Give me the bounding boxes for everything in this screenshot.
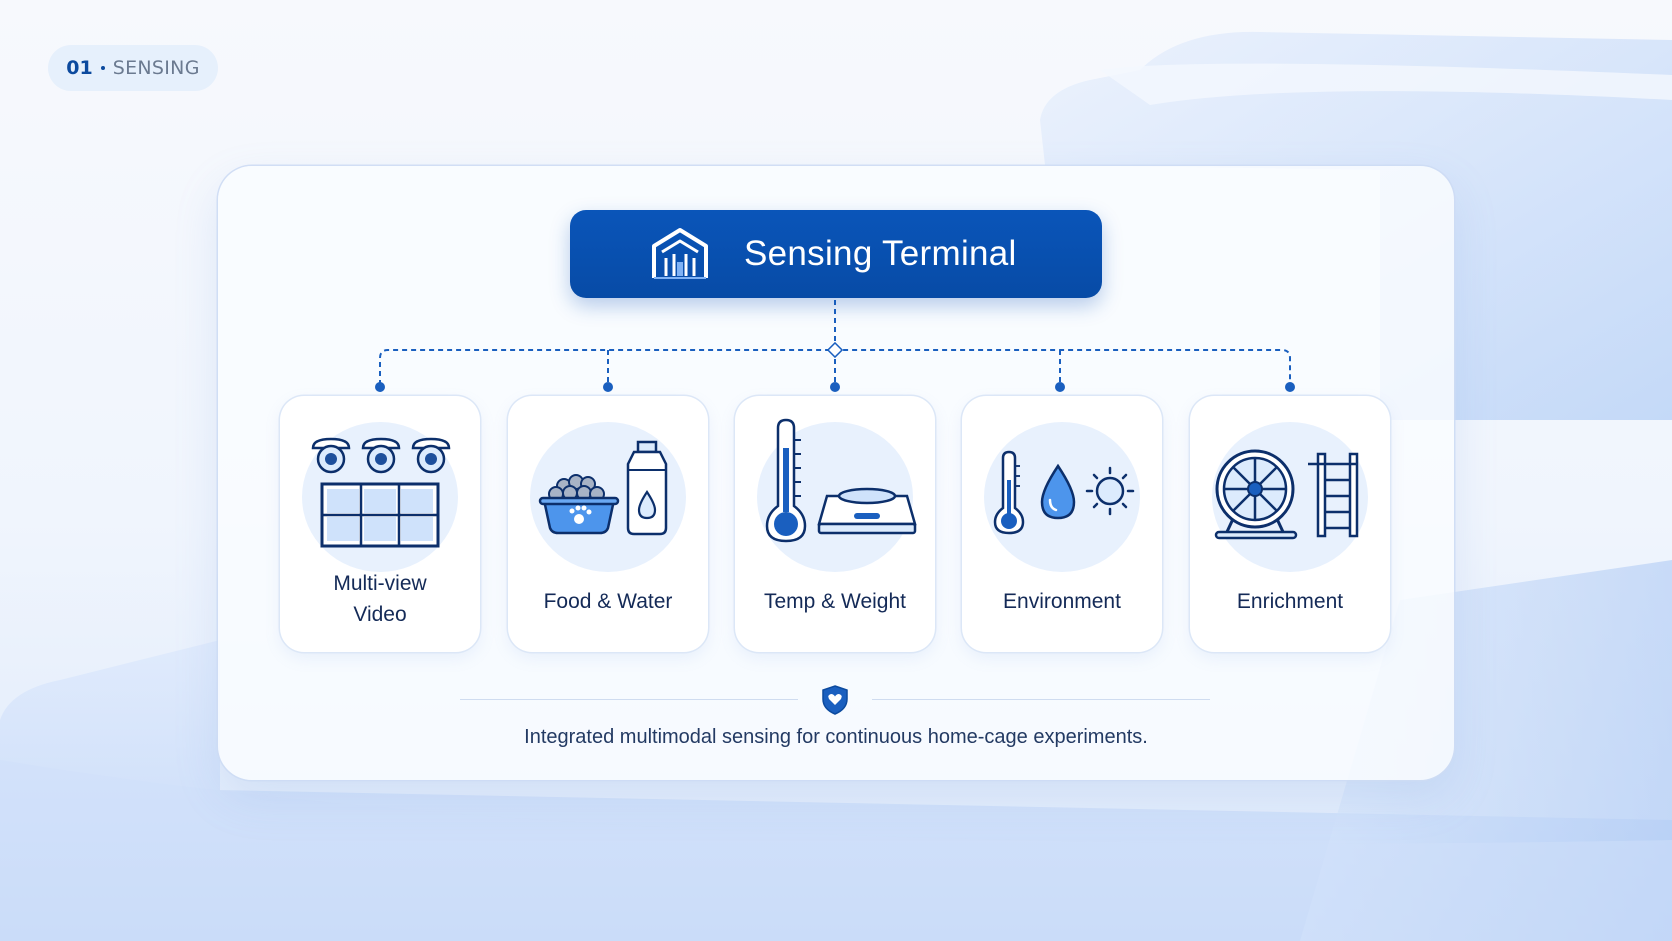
module-label-line-1: Multi-view bbox=[333, 572, 427, 595]
module-card-food-water: Food & Water bbox=[508, 396, 708, 652]
thermometer-drop-sun-icon bbox=[993, 450, 1135, 535]
section-badge: 01 SENSING bbox=[48, 45, 218, 91]
module-label-line-2: Video bbox=[353, 603, 407, 626]
thermometer-scale-icon bbox=[765, 418, 917, 543]
module-card-enrichment: Enrichment bbox=[1190, 396, 1390, 652]
module-card-multi-view-video: Multi-view Video bbox=[280, 396, 480, 652]
shield-heart-icon bbox=[822, 685, 848, 715]
section-label: SENSING bbox=[112, 57, 200, 79]
divider-right bbox=[872, 699, 1210, 700]
wheel-ladder-icon bbox=[1214, 449, 1359, 540]
divider-left bbox=[460, 699, 798, 700]
module-label: Food & Water bbox=[508, 586, 708, 617]
cage-icon bbox=[652, 228, 708, 279]
module-label-line-1: Enrichment bbox=[1236, 590, 1344, 613]
module-label: Multi-view Video bbox=[280, 568, 480, 630]
separator-dot bbox=[100, 66, 105, 70]
module-label: Temp & Weight bbox=[735, 586, 935, 617]
module-label-line-1: Temp & Weight bbox=[763, 590, 906, 613]
section-number: 01 bbox=[66, 57, 93, 79]
module-card-temp-weight: Temp & Weight bbox=[735, 396, 935, 652]
multi-camera-icon bbox=[311, 437, 451, 548]
module-label: Environment bbox=[962, 586, 1162, 617]
module-card-environment: Environment bbox=[962, 396, 1162, 652]
module-label: Enrichment bbox=[1190, 586, 1390, 617]
food-bowl-bottle-icon bbox=[538, 440, 668, 536]
module-label-line-1: Food & Water bbox=[543, 590, 673, 613]
module-label-line-1: Environment bbox=[1003, 590, 1121, 613]
terminal-title: Sensing Terminal bbox=[744, 234, 1017, 273]
sensing-terminal-header: Sensing Terminal bbox=[570, 210, 1102, 298]
footer-caption: Integrated multimodal sensing for contin… bbox=[524, 726, 1148, 748]
